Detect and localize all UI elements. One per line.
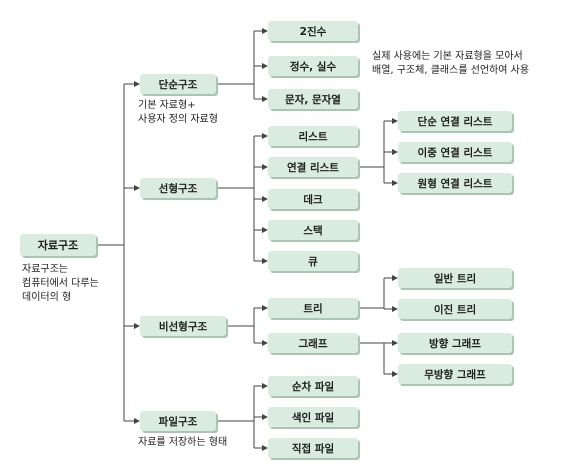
item-label: 정수, 실수 [289, 60, 337, 73]
item-linked-list: 연결 리스트 [268, 157, 358, 177]
item-label: 방향 그래프 [429, 337, 481, 350]
item-label: 문자, 문자열 [285, 93, 341, 106]
item-label: 순차 파일 [291, 380, 335, 393]
item-label: 트리 [303, 302, 323, 315]
item-singly-linked-list: 단순 연결 리스트 [398, 111, 512, 131]
item-label: 원형 연결 리스트 [417, 177, 493, 190]
item-general-tree: 일반 트리 [398, 268, 512, 288]
item-doubly-linked-list: 이중 연결 리스트 [398, 142, 512, 162]
item-label: 2진수 [299, 25, 327, 38]
item-tree: 트리 [268, 298, 358, 318]
item-char-string: 문자, 문자열 [268, 89, 358, 109]
item-label: 무방향 그래프 [424, 368, 486, 381]
item-undirected-graph: 무방향 그래프 [398, 364, 512, 384]
item-label: 스택 [303, 224, 323, 237]
root-node: 자료구조 [20, 234, 96, 256]
item-directed-graph: 방향 그래프 [398, 333, 512, 353]
item-binary-tree: 이진 트리 [398, 299, 512, 319]
item-label: 색인 파일 [291, 411, 335, 424]
simple-desc-line: 사용자 정의 자료형 [138, 114, 218, 125]
group-label: 파일구조 [158, 415, 198, 428]
item-label: 이중 연결 리스트 [417, 146, 493, 159]
root-desc-line: 자료구조는 [22, 264, 68, 275]
group-node-file: 파일구조 [140, 411, 216, 431]
file-desc-line: 자료를 저장하는 형태 [138, 437, 228, 448]
item-binary: 2진수 [268, 21, 358, 41]
item-label: 데크 [303, 193, 323, 206]
item-label: 단순 연결 리스트 [417, 115, 493, 128]
file-description: 자료를 저장하는 형태 [138, 436, 227, 450]
group-node-linear: 선형구조 [140, 178, 216, 198]
item-label: 일반 트리 [433, 272, 477, 285]
item-label: 큐 [308, 255, 318, 268]
group-label: 선형구조 [158, 182, 198, 195]
root-label: 자료구조 [37, 239, 79, 252]
group-label: 비선형구조 [158, 320, 208, 333]
item-label: 이진 트리 [433, 303, 477, 316]
group-node-nonlinear: 비선형구조 [140, 316, 226, 336]
simple-note-line: 배열, 구조체, 클래스를 선언하여 사용 [372, 65, 530, 76]
simple-note-line: 실제 사용에는 기본 자료형을 모아서 [372, 51, 523, 62]
item-graph: 그래프 [268, 333, 358, 353]
root-description: 자료구조는 컴퓨터에서 다루는 데이터의 형 [22, 263, 99, 305]
item-circular-linked-list: 원형 연결 리스트 [398, 173, 512, 193]
item-index-file: 색인 파일 [268, 407, 358, 427]
item-stack: 스택 [268, 220, 358, 240]
simple-usage-note: 실제 사용에는 기본 자료형을 모아서 배열, 구조체, 클래스를 선언하여 사… [372, 50, 529, 78]
item-label: 그래프 [298, 337, 328, 350]
group-node-simple: 단순구조 [140, 74, 216, 94]
root-desc-line: 데이터의 형 [22, 292, 72, 303]
group-label: 단순구조 [158, 78, 198, 91]
item-direct-file: 직접 파일 [268, 438, 358, 458]
root-desc-line: 컴퓨터에서 다루는 [22, 278, 99, 289]
item-label: 리스트 [298, 130, 328, 143]
item-label: 연결 리스트 [287, 161, 339, 174]
item-deque: 데크 [268, 189, 358, 209]
simple-desc-line: 기본 자료형+ [138, 100, 196, 111]
item-int-real: 정수, 실수 [268, 56, 358, 76]
item-label: 직접 파일 [291, 442, 335, 455]
item-sequential-file: 순차 파일 [268, 376, 358, 396]
simple-description: 기본 자료형+ 사용자 정의 자료형 [138, 99, 218, 127]
item-list: 리스트 [268, 126, 358, 146]
item-queue: 큐 [268, 251, 358, 271]
